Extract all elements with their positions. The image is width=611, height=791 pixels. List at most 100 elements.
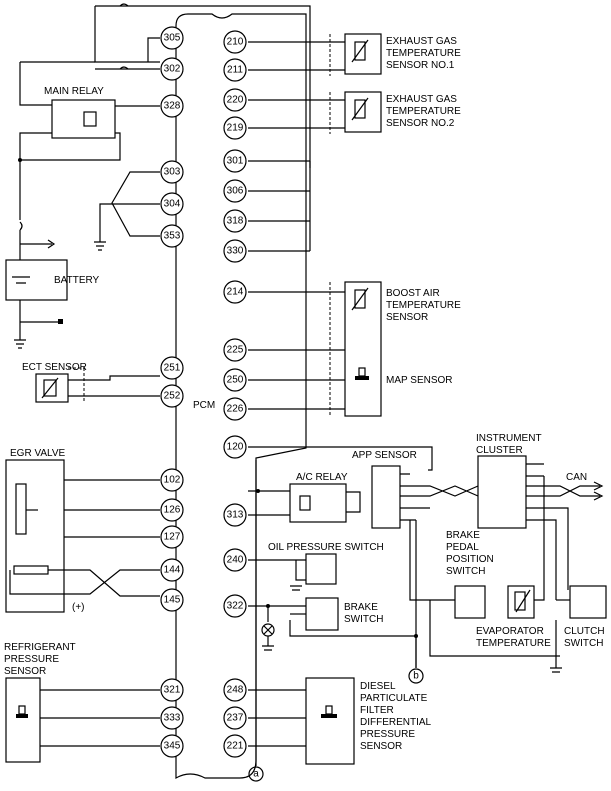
ground-pins-wiring xyxy=(248,160,311,252)
wire-120 xyxy=(248,446,433,471)
main-relay: MAIN RELAY xyxy=(44,86,116,139)
pcm-pin-right-250: 250 xyxy=(227,375,244,386)
pcm-pin-right-circle-220 xyxy=(223,88,247,112)
ac-relay-label: A/C RELAY xyxy=(296,472,348,483)
pcm-pin-right-301: 301 xyxy=(227,156,244,167)
pcm-pin-left-144: 144 xyxy=(164,565,181,576)
brake-switch-label-2: SWITCH xyxy=(344,614,383,625)
boost-label-1: BOOST AIR xyxy=(386,288,440,299)
clutch-switch: CLUTCH SWITCH xyxy=(550,585,607,673)
exhaust2-label-1: EXHAUST GAS xyxy=(386,94,457,105)
instrument-cluster: INSTRUMENT CLUSTER CAN xyxy=(476,433,604,600)
pcm-pin-right-248: 248 xyxy=(227,685,244,696)
evaporator-label-1: EVAPORATOR xyxy=(476,626,544,637)
pcm-pin-left-126: 126 xyxy=(164,505,181,516)
marker-a: a xyxy=(253,769,259,780)
refrigerant-label-1: REFRIGERANT xyxy=(4,642,76,653)
pcm-pin-right-circle-330 xyxy=(223,239,247,263)
pcm-pin-left-circle-321 xyxy=(160,678,184,702)
pcm-pin-right-226: 226 xyxy=(227,404,244,415)
exhaust1-label-3: SENSOR NO.1 xyxy=(386,60,455,71)
pcm-pin-left-333: 333 xyxy=(164,713,181,724)
pcm-pin-right-225: 225 xyxy=(227,345,244,356)
pcm-pin-right-circle-225 xyxy=(223,338,247,362)
pcm-pin-right-221: 221 xyxy=(227,741,244,752)
marker-b: b xyxy=(413,671,419,682)
pcm-pin-left-circle-252 xyxy=(160,384,184,408)
pcm-label: PCM xyxy=(193,400,215,411)
clutch-label-2: SWITCH xyxy=(564,638,603,649)
exhaust-gas-sensor-2: EXHAUST GAS TEMPERATURE SENSOR NO.2 xyxy=(248,91,461,134)
ground-wiring xyxy=(94,171,160,251)
pcm-pin-right-circle-214 xyxy=(223,280,247,304)
pcm-pin-right-circle-219 xyxy=(223,116,247,140)
pcm-pin-left-305: 305 xyxy=(164,33,181,44)
pcm-pin-left-circle-304 xyxy=(160,192,184,216)
pcm-pin-left-circle-251 xyxy=(160,356,184,380)
pcm-pin-right-211: 211 xyxy=(227,65,243,76)
pcm-pin-left-circle-333 xyxy=(160,706,184,730)
pcm-pin-left-145: 145 xyxy=(164,595,181,606)
dpf-label-3: FILTER xyxy=(360,705,394,716)
pcm-pin-right-circle-210 xyxy=(223,30,247,54)
clutch-label-1: CLUTCH xyxy=(564,626,605,637)
dpf-label-1: DIESEL xyxy=(360,681,396,692)
brake-pedal-label-3: POSITION xyxy=(446,554,494,565)
pcm-pin-right-313: 313 xyxy=(227,510,244,521)
pcm-pin-left-303: 303 xyxy=(164,167,181,178)
pcm-pin-right-circle-221 xyxy=(223,734,247,758)
pcm-pin-left-circle-353 xyxy=(160,224,184,248)
pcm-pin-left-345: 345 xyxy=(164,741,181,752)
evaporator-label-2: TEMPERATURE xyxy=(476,638,551,649)
pcm-pin-left-353: 353 xyxy=(164,231,181,242)
refrigerant-label-2: PRESSURE xyxy=(4,654,59,665)
evaporator-sensor: EVAPORATOR TEMPERATURE xyxy=(476,476,551,649)
pcm-pin-right-circle-237 xyxy=(223,706,247,730)
pcm-pin-right-240: 240 xyxy=(227,555,244,566)
exhaust1-label-2: TEMPERATURE xyxy=(386,48,461,59)
pcm-pin-left-circle-328 xyxy=(160,94,184,118)
dpf-sensor: DIESEL PARTICULATE FILTER DIFFERENTIAL P… xyxy=(248,677,432,765)
pcm-pin-left-circle-127 xyxy=(160,525,184,549)
cluster-label-1: INSTRUMENT xyxy=(476,433,542,444)
battery-label: BATTERY xyxy=(54,275,100,286)
app-sensor: APP SENSOR xyxy=(352,450,479,529)
pcm-pin-right-circle-211 xyxy=(223,58,247,82)
pcm-pin-left-302: 302 xyxy=(164,64,181,75)
cluster-label-2: CLUSTER xyxy=(476,445,523,456)
pcm-pin-left-circle-302 xyxy=(160,57,184,81)
pcm-pin-right-318: 318 xyxy=(227,216,244,227)
egr-valve: EGR VALVE (+) xyxy=(5,448,160,613)
pcm-pin-right-circle-322 xyxy=(223,594,247,618)
pcm-pin-right-220: 220 xyxy=(227,95,244,106)
dpf-label-4: DIFFERENTIAL xyxy=(360,717,432,728)
pcm-pin-right-322: 322 xyxy=(227,601,244,612)
main-relay-label: MAIN RELAY xyxy=(44,86,104,97)
pcm-pin-right-circle-313 xyxy=(223,503,247,527)
dpf-label-5: PRESSURE xyxy=(360,729,415,740)
map-sensor-label: MAP SENSOR xyxy=(386,375,453,386)
pcm-pin-left-252: 252 xyxy=(164,391,181,402)
ac-relay: A/C RELAY xyxy=(248,472,361,523)
pcm-pin-left-circle-303 xyxy=(160,160,184,184)
pcm-pin-right-237: 237 xyxy=(227,713,244,724)
markers: a b xyxy=(248,460,424,782)
brake-pedal-label-2: PEDAL xyxy=(446,542,479,553)
power-wiring xyxy=(18,3,311,231)
boost-map-sensor: BOOST AIR TEMPERATURE SENSOR MAP SENSOR xyxy=(248,281,461,417)
egr-plus-label: (+) xyxy=(72,602,85,613)
refrigerant-label-3: SENSOR xyxy=(4,666,46,677)
brake-switch: BRAKE SWITCH xyxy=(248,597,418,668)
pcm-pin-right-circle-250 xyxy=(223,368,247,392)
boost-label-3: SENSOR xyxy=(386,312,428,323)
ect-sensor: ECT SENSOR xyxy=(22,362,160,403)
app-sensor-label: APP SENSOR xyxy=(352,450,417,461)
pcm-pin-left-328: 328 xyxy=(164,101,181,112)
pcm-pin-right-330: 330 xyxy=(227,246,244,257)
pcm-pin-right-circle-226 xyxy=(223,397,247,421)
pcm-pin-right-circle-318 xyxy=(223,209,247,233)
can-label: CAN xyxy=(566,472,587,483)
pcm-pin-right-circle-240 xyxy=(223,548,247,572)
